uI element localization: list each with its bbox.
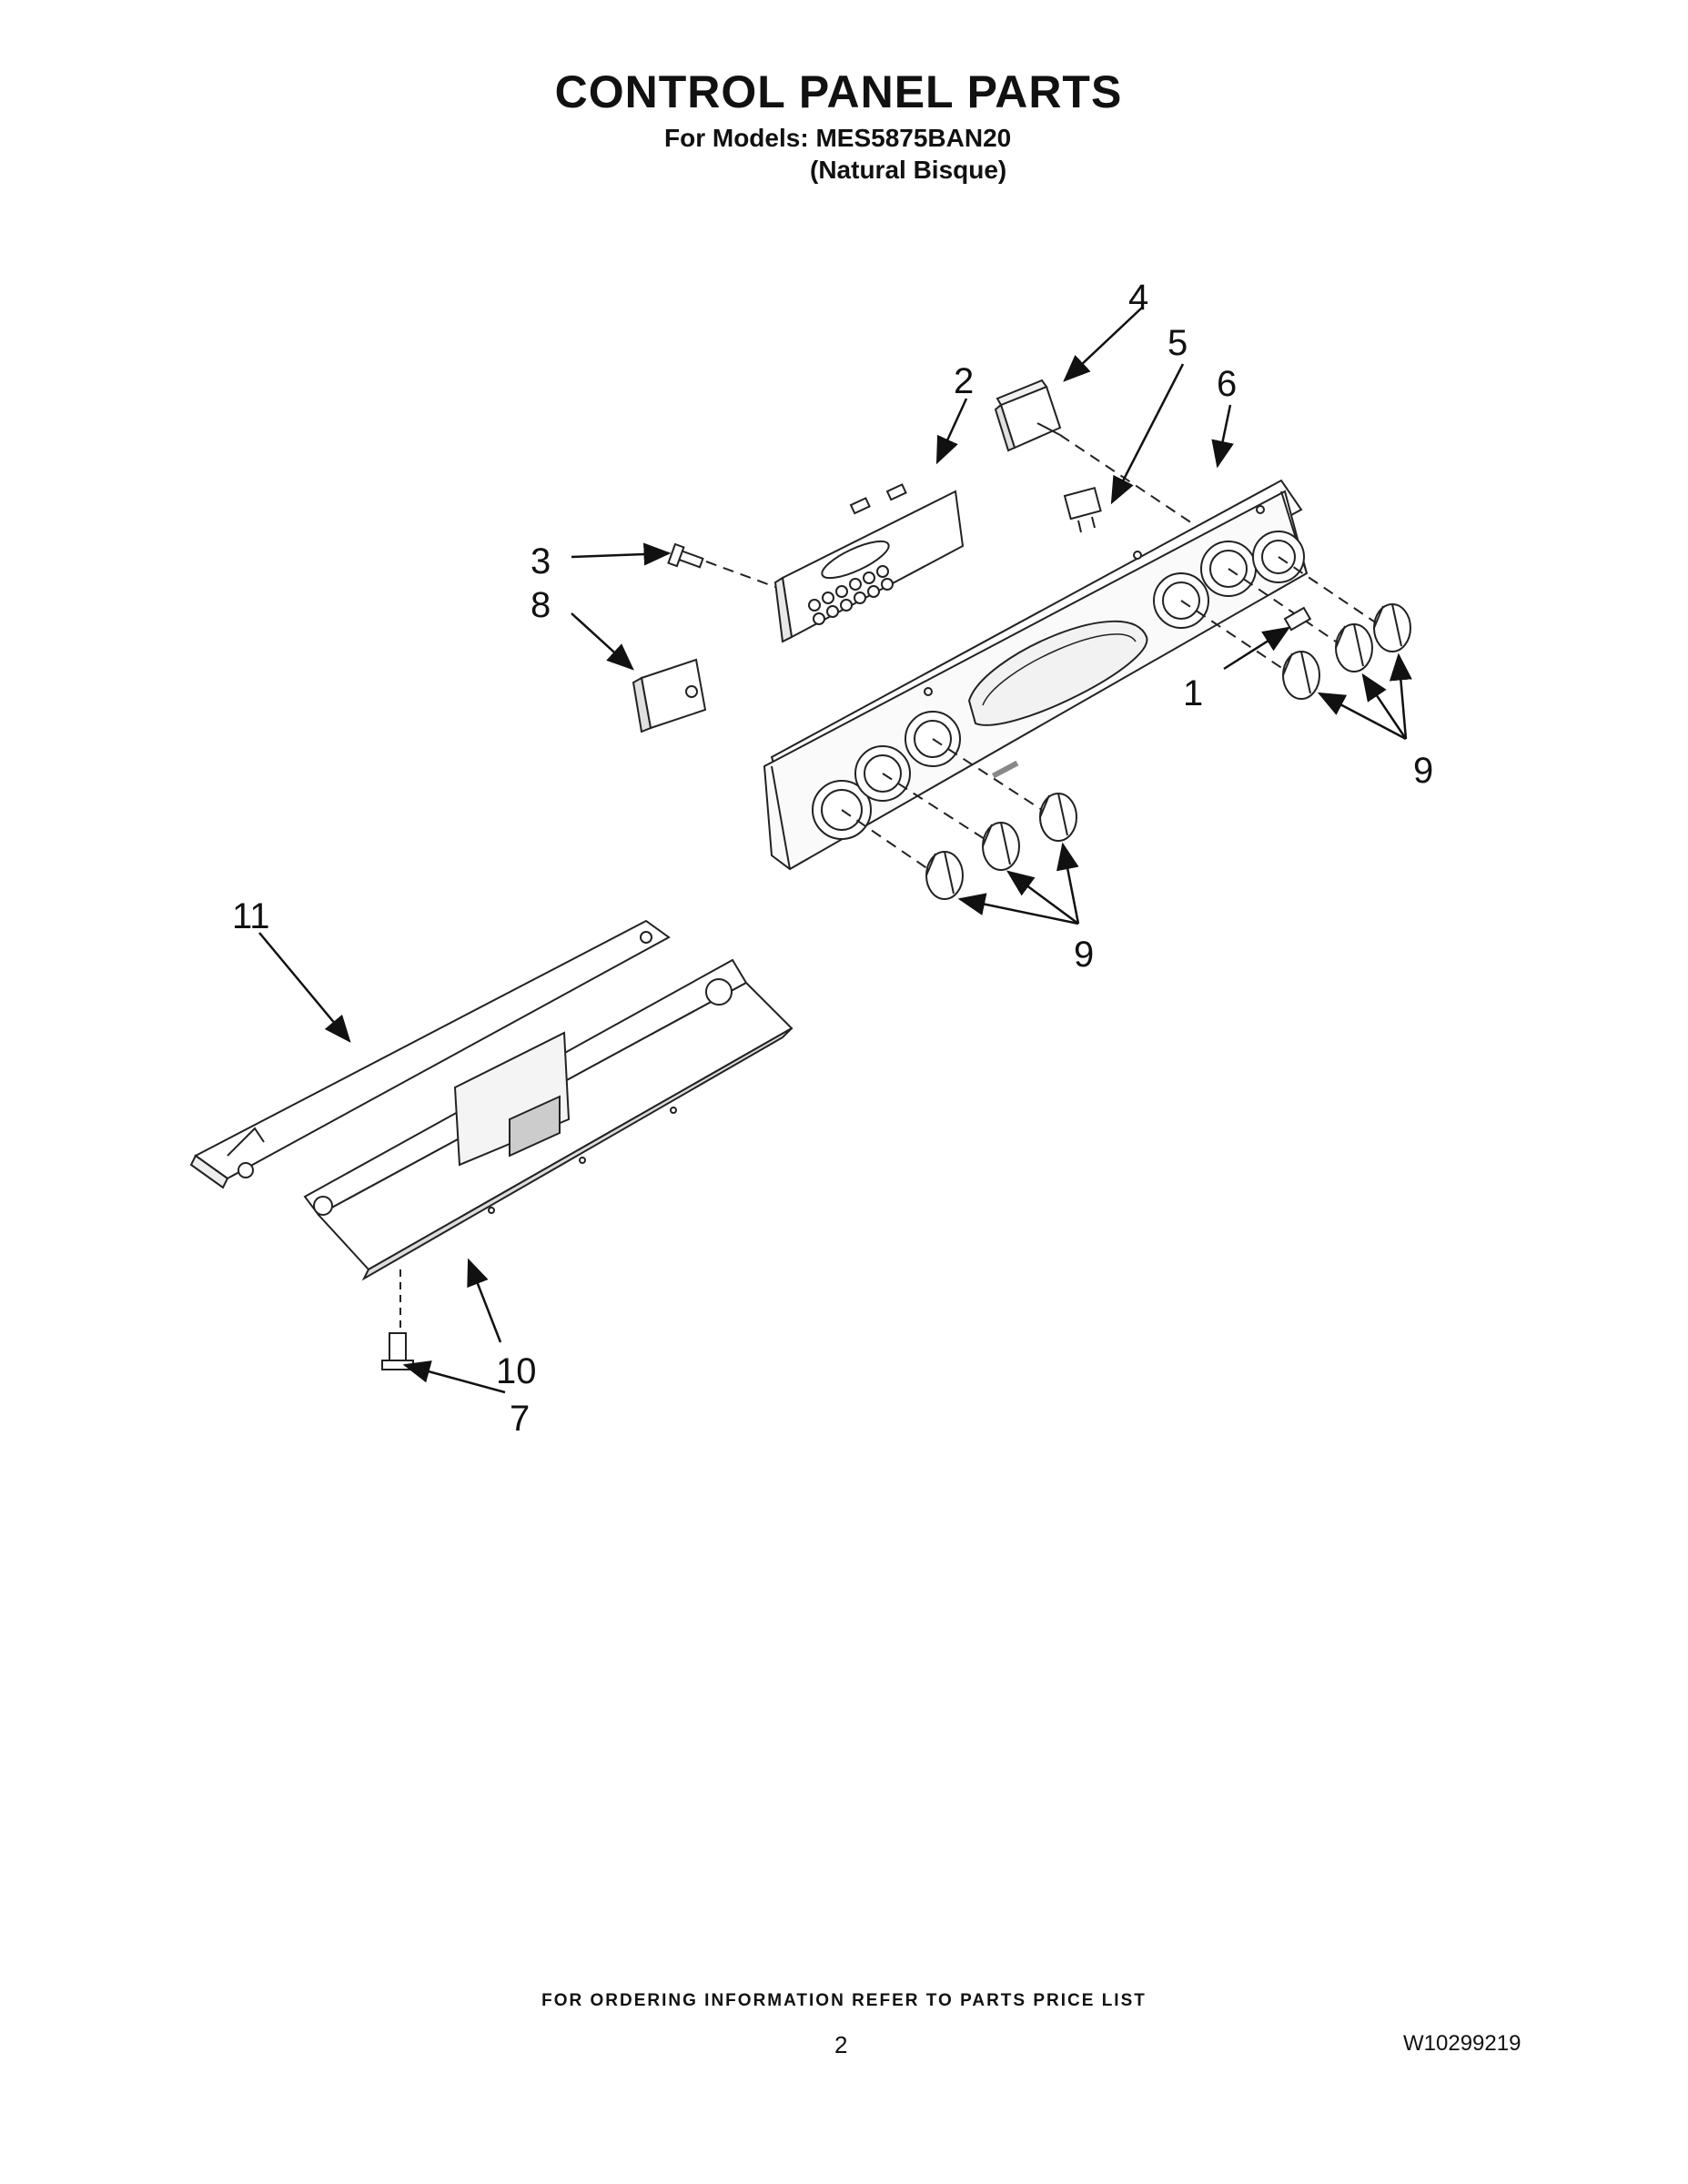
callout-10: 10 — [496, 1351, 537, 1391]
callout-7: 7 — [510, 1399, 530, 1439]
knob-group-right — [1282, 603, 1411, 700]
control-panel-backsplash — [763, 479, 1309, 871]
callout-3: 3 — [531, 541, 551, 581]
callout-11: 11 — [232, 896, 270, 936]
models-line: For Models: MES5875BAN20 — [664, 124, 1012, 152]
infinite-switch — [632, 658, 707, 733]
variant-line: (Natural Bisque) — [810, 156, 1007, 184]
screw-part — [667, 542, 704, 569]
support-bracket — [189, 919, 671, 1189]
callout-4: 4 — [1128, 278, 1148, 318]
page-title: CONTROL PANEL PARTS — [554, 66, 1123, 117]
switch-module — [994, 379, 1062, 452]
callout-8: 8 — [531, 585, 551, 625]
electronic-control-board — [773, 483, 965, 643]
knob-group-left — [925, 793, 1077, 900]
callout-1: 1 — [1183, 673, 1203, 713]
rod-part — [1283, 606, 1312, 632]
control-channel — [303, 958, 793, 1281]
callout-9-right: 9 — [1413, 751, 1433, 791]
callout-6: 6 — [1217, 364, 1237, 404]
small-switch — [1063, 486, 1102, 533]
page-number: 2 — [834, 2031, 848, 2058]
callout-2: 2 — [954, 361, 974, 401]
screw-bottom — [381, 1332, 414, 1370]
callout-5: 5 — [1167, 323, 1188, 363]
ordering-note: FOR ORDERING INFORMATION REFER TO PARTS … — [541, 1991, 1147, 2010]
callout-9-left: 9 — [1074, 935, 1094, 975]
document-number: W10299219 — [1403, 2031, 1521, 2056]
